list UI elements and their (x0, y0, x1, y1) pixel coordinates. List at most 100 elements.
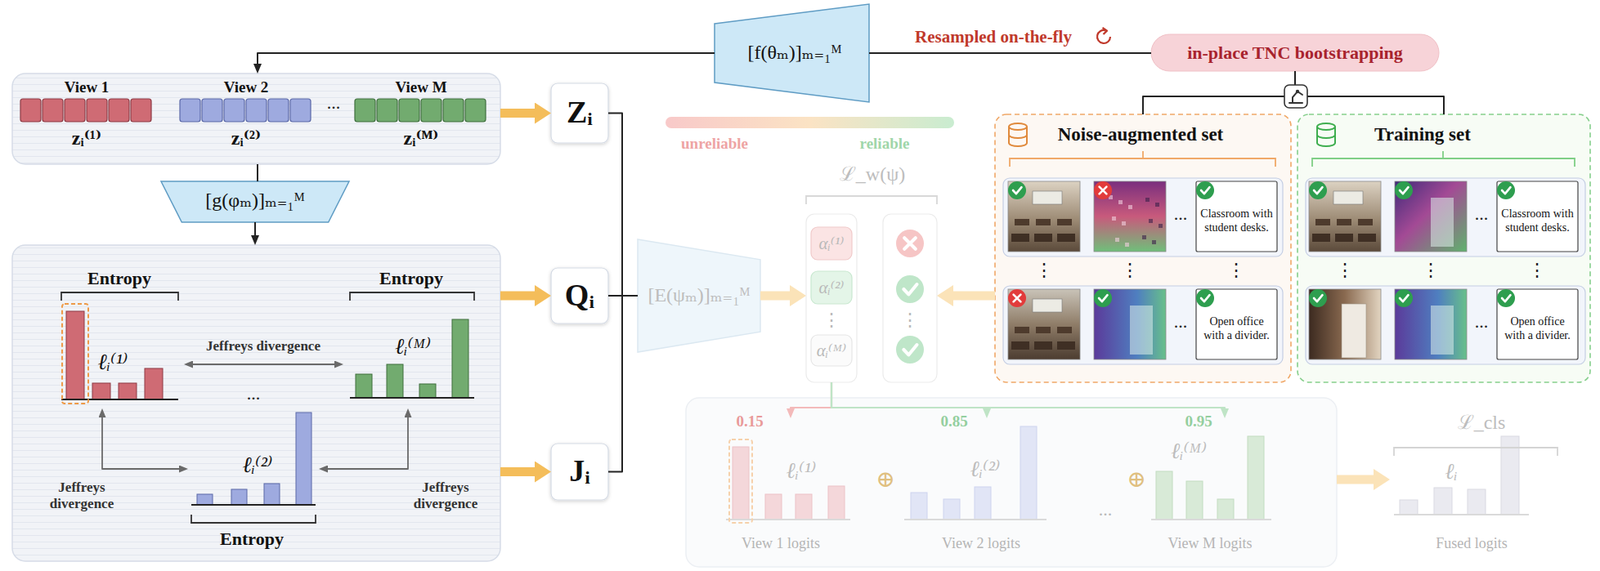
feature-token (86, 98, 108, 122)
connector (790, 382, 832, 409)
sample-row: ...Open office with a divider. (1305, 286, 1586, 365)
connector (327, 417, 408, 470)
check-mark (1201, 295, 1210, 302)
connector (257, 53, 715, 64)
db-top (1317, 123, 1336, 130)
logit-bar (910, 492, 928, 520)
sample-image (1093, 289, 1166, 360)
cross-badge (896, 229, 924, 258)
feature-token (130, 98, 152, 122)
node-label: ... (1474, 311, 1489, 332)
connector (256, 164, 259, 182)
bootstrap-pill-shape (1151, 34, 1439, 72)
image-frame (1093, 181, 1166, 252)
refresh-head (1102, 27, 1108, 35)
chart-axis (349, 397, 475, 399)
check-badge (1196, 289, 1215, 308)
sample-image (1093, 181, 1166, 252)
node-shape (806, 214, 857, 383)
node-shape (685, 398, 1337, 568)
connector (254, 222, 256, 236)
view-panel: ...View 1zᵢ⁽¹⁾View 2zᵢ⁽²⁾View Mzᵢ⁽ᴹ⁾ (12, 73, 501, 165)
desk (1057, 233, 1076, 243)
feature-token (398, 98, 420, 122)
set-bracket (1009, 158, 1276, 167)
node-shape (811, 271, 852, 305)
connector (608, 295, 638, 473)
caption-card: Open office with a divider. (1196, 289, 1278, 360)
feature-box: Qᵢ (551, 268, 609, 324)
edge-label: Jeffreys divergence (206, 338, 321, 355)
badge-disc (1093, 181, 1112, 200)
node-label: View M logits (1168, 535, 1253, 553)
node-label: zᵢ⁽ᴹ⁾ (403, 127, 440, 151)
node-shape (1003, 178, 1283, 257)
badge-disc (1008, 181, 1027, 200)
check-mark (1501, 295, 1511, 302)
check-badge (896, 275, 924, 304)
badge-disc (896, 229, 924, 258)
feature-token (421, 98, 442, 122)
check-badge (1496, 289, 1515, 308)
feature-token (20, 98, 41, 122)
free-label: ⊕ (1126, 466, 1146, 493)
caption-card-shape (1196, 181, 1278, 252)
node-label: View M (394, 78, 447, 97)
node-shape (637, 239, 761, 353)
node-label: View 2 (224, 78, 269, 97)
desk (1315, 219, 1331, 226)
badge-disc (896, 275, 924, 304)
logit-bar (231, 489, 247, 506)
free-label: ℒ_w(ψ) (839, 163, 906, 187)
feature-token (376, 98, 398, 122)
node-label: Zᵢ (566, 94, 593, 131)
node-label: αᵢ⁽ᴹ⁾ (816, 340, 848, 361)
node-label: ... (1098, 499, 1113, 520)
connector (760, 291, 790, 301)
logit-bar (386, 364, 404, 399)
node-label: zᵢ⁽²⁾ (231, 127, 261, 151)
sample-image (1394, 181, 1467, 252)
robot-arm (1289, 91, 1303, 104)
node-label: ℒ_cls (1457, 412, 1506, 435)
free-label: ⋮ (1120, 259, 1139, 281)
edge-label: 0.85 (940, 412, 968, 431)
edge-label: Resampled on-the-fly (914, 26, 1072, 47)
feature-token (246, 98, 267, 122)
check-badge (1008, 181, 1027, 200)
weight-column: ⋮αᵢ⁽¹⁾αᵢ⁽²⁾αᵢ⁽ᴹ⁾ (806, 214, 857, 383)
badge-disc (1308, 181, 1327, 200)
caption-card-shape (1496, 289, 1578, 360)
logit-bar (1467, 489, 1486, 516)
database-icon (1317, 123, 1336, 147)
noise-speck (1128, 205, 1133, 210)
noise-speck (1158, 224, 1163, 229)
node-label: View 1 logits (741, 535, 821, 553)
desk (1357, 219, 1373, 226)
logit-bar (1020, 426, 1037, 520)
badge-disc (1008, 289, 1027, 308)
noise-speck (1145, 197, 1150, 202)
set-bracket (1312, 158, 1575, 167)
logit-bar (974, 487, 991, 520)
connector (953, 291, 995, 301)
edge-label: 0.95 (1184, 412, 1212, 431)
logit-bar (943, 499, 960, 520)
logit-bar (1156, 471, 1173, 520)
free-label: ⋮ (1035, 259, 1054, 281)
chart-axis (1151, 519, 1272, 521)
node-shape (1496, 289, 1578, 360)
caption-card: Classroom with student desks. (1496, 181, 1578, 252)
cross-badge (1008, 289, 1027, 308)
refresh-icon (1097, 27, 1111, 44)
connector (500, 108, 535, 118)
feature-token (64, 98, 86, 122)
node-shape (994, 114, 1291, 383)
logit-bar (795, 494, 812, 520)
sample-image (1008, 289, 1081, 360)
node-label: ... (1474, 203, 1489, 225)
check-badge (1093, 289, 1112, 308)
node-label: [f(θₘ)]ₘ₌₁ᴹ (748, 41, 843, 65)
noise-speck (1124, 242, 1130, 247)
